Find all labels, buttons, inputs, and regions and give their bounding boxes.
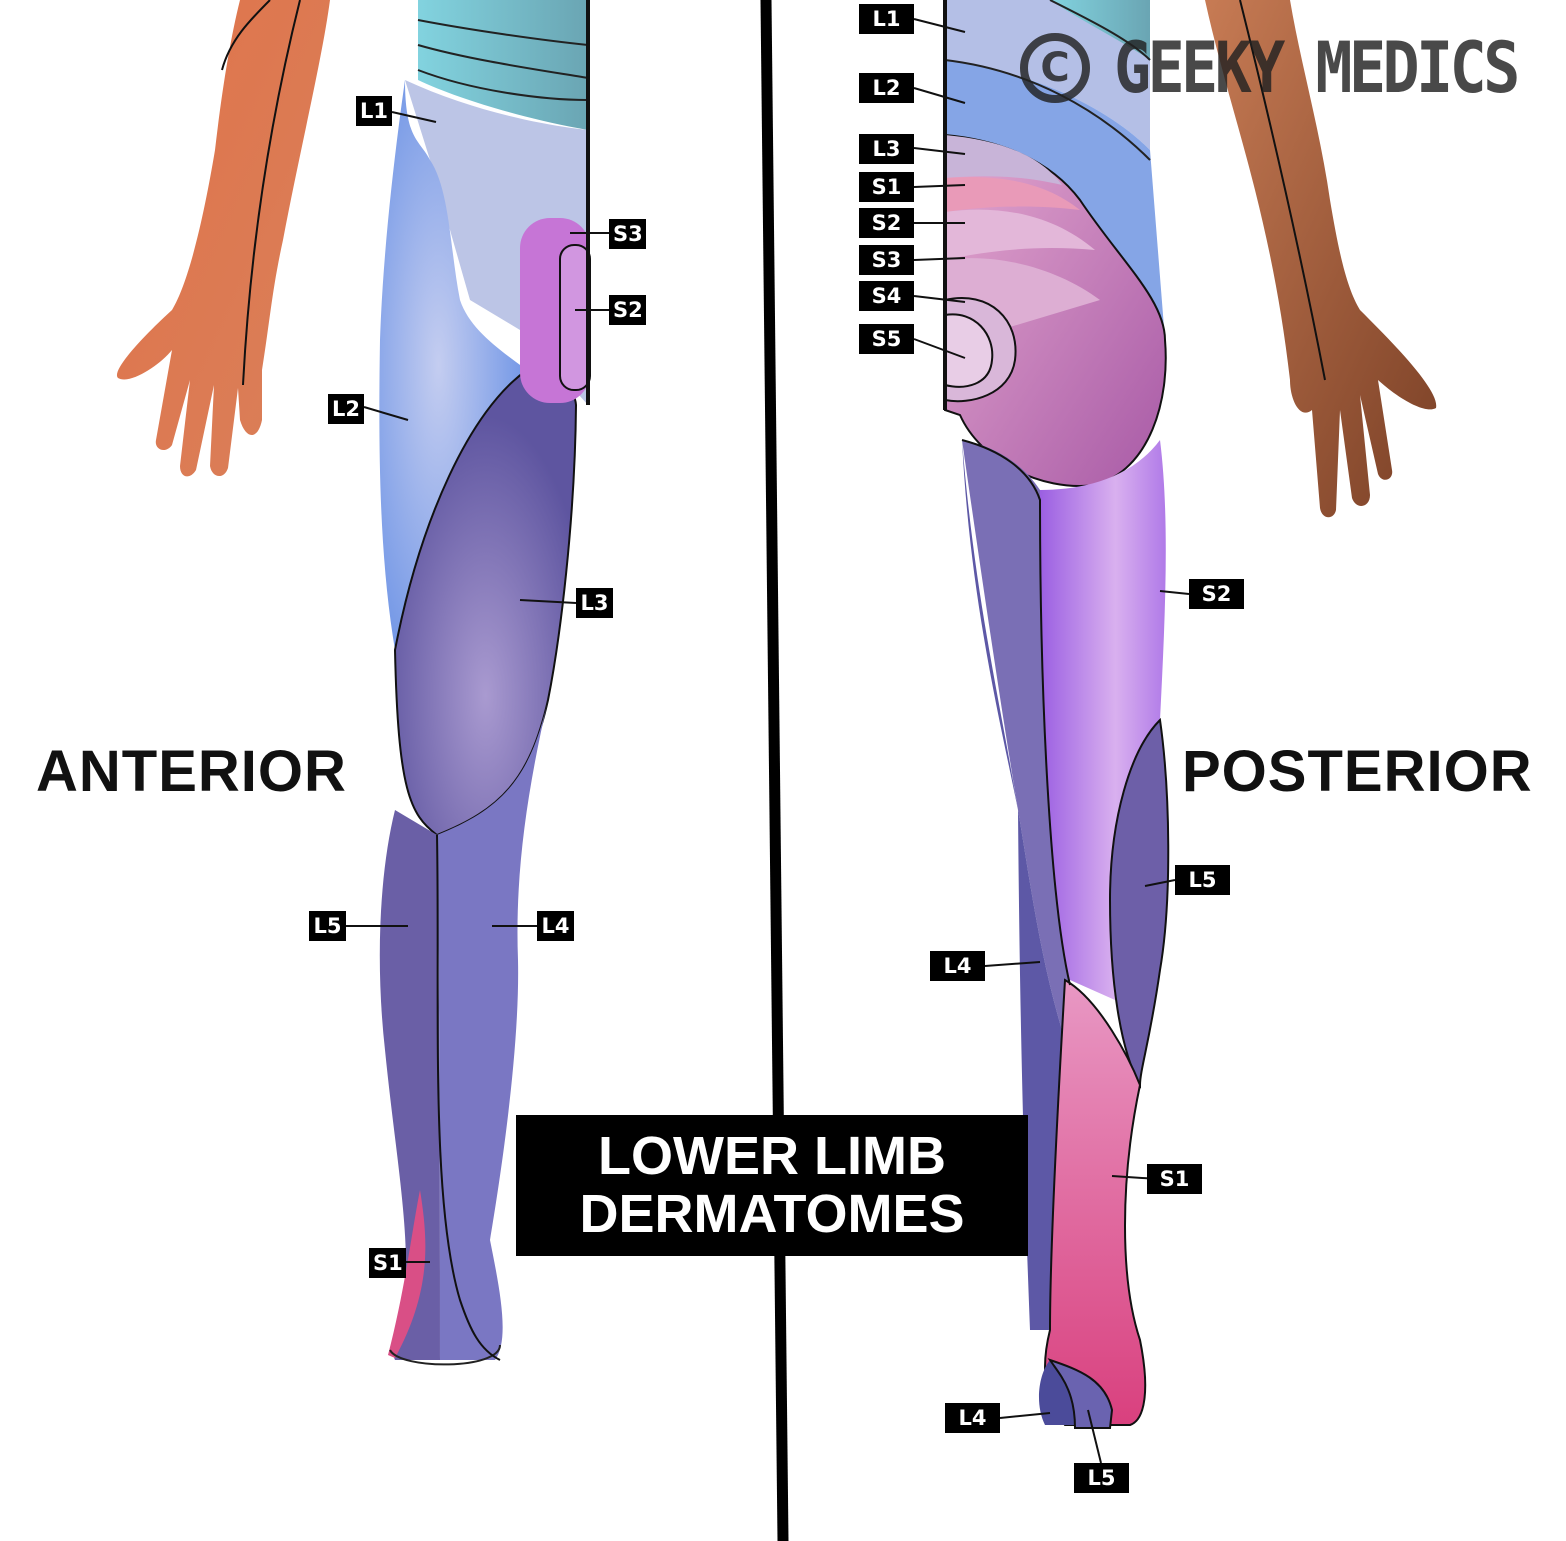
leader-line: [391, 111, 437, 123]
anterior-label-l1: L1: [356, 96, 392, 126]
posterior-label-s5: S5: [859, 324, 914, 354]
leader-line: [913, 18, 966, 33]
anterior-l4-l5-boundary: [436, 834, 501, 1361]
posterior-l2-region: [945, 60, 1165, 340]
anterior-label-l5: L5: [309, 911, 346, 941]
posterior-label-s3: S3: [859, 245, 914, 275]
anterior-label-s3: S3: [609, 219, 646, 249]
title-line-2: DERMATOMES: [579, 1184, 965, 1244]
leader-line: [913, 184, 966, 188]
anterior-s2-region: [559, 244, 591, 391]
leader-line: [1087, 1409, 1102, 1464]
copyright-icon: C: [1020, 33, 1090, 103]
anterior-arm-boundary-line: [221, 0, 271, 71]
posterior-l3-region: [945, 135, 1062, 185]
anterior-label-l3: L3: [576, 588, 613, 618]
anterior-heading: ANTERIOR: [36, 739, 347, 804]
posterior-s1-leg-region: [1044, 978, 1147, 1426]
view-divider: [760, 0, 789, 1541]
anterior-band-line: [417, 69, 589, 101]
leader-line: [913, 87, 966, 104]
leader-line: [913, 147, 966, 155]
posterior-l3-thigh-region: [962, 440, 1070, 1040]
anterior-arm-boundary-line: [242, 0, 301, 386]
anterior-foot-outline: [389, 1344, 501, 1366]
leader-line: [363, 406, 409, 421]
anterior-l5-leg-region: [379, 810, 440, 1360]
posterior-label-l2: L2: [859, 73, 914, 103]
posterior-label-l4-foot: L4: [945, 1403, 1000, 1433]
posterior-label-l1: L1: [859, 4, 914, 34]
anterior-label-s1: S1: [369, 1248, 406, 1278]
anterior-arm: [116, 0, 330, 477]
anterior-l2-region: [379, 80, 527, 650]
leader-lines: [345, 18, 1190, 1464]
leader-line: [913, 257, 966, 261]
posterior-figure: [943, 0, 1437, 1429]
posterior-arm-boundary-line: [1239, 0, 1326, 381]
anterior-label-l2: L2: [328, 394, 364, 424]
anterior-label-l4: L4: [537, 911, 574, 941]
posterior-label-l4-leg: L4: [930, 951, 985, 981]
posterior-label-s4: S4: [859, 281, 914, 311]
posterior-label-l3: L3: [859, 134, 914, 164]
anterior-band-line: [417, 19, 589, 46]
posterior-label-l5-foot: L5: [1074, 1463, 1129, 1493]
posterior-l4-leg-region: [962, 440, 1065, 1330]
title-line-1: LOWER LIMB: [598, 1126, 946, 1186]
posterior-label-s1-leg: S1: [1147, 1164, 1202, 1194]
watermark: C GEEKY MEDICS: [1020, 18, 1566, 118]
posterior-s1-region: [945, 177, 1080, 212]
posterior-s2-region: [945, 209, 1095, 260]
posterior-s5-ring: [944, 313, 994, 388]
anterior-band-line: [417, 44, 589, 79]
leader-line: [913, 295, 966, 303]
anterior-l4-leg-region: [437, 700, 548, 1360]
posterior-label-l5-calf: L5: [1175, 865, 1230, 895]
posterior-arm: [1205, 0, 1437, 518]
leader-line: [984, 961, 1041, 967]
leader-line: [999, 1412, 1051, 1419]
watermark-text: GEEKY MEDICS: [1114, 27, 1520, 109]
leader-line: [1159, 590, 1190, 595]
posterior-l5-foot-region: [1047, 1358, 1114, 1429]
anterior-s1-strip: [388, 1190, 426, 1358]
anterior-label-s2: S2: [609, 295, 646, 325]
posterior-heading: POSTERIOR: [1182, 739, 1533, 804]
posterior-label-s1-buttock: S1: [859, 172, 914, 202]
diagram-title: LOWER LIMB DERMATOMES: [516, 1115, 1028, 1256]
leader-line: [1144, 879, 1176, 887]
posterior-band-line: [1049, 0, 1151, 61]
posterior-thigh-boundary-line: [961, 439, 1071, 986]
posterior-l4-foot-region: [1038, 1360, 1075, 1425]
leader-line: [913, 338, 966, 359]
leader-line: [519, 599, 577, 604]
anterior-figure: [116, 0, 591, 1366]
posterior-label-s2-buttock: S2: [859, 208, 914, 238]
posterior-s2-thigh-region: [1040, 440, 1166, 1000]
posterior-label-s2-thigh: S2: [1189, 579, 1244, 609]
